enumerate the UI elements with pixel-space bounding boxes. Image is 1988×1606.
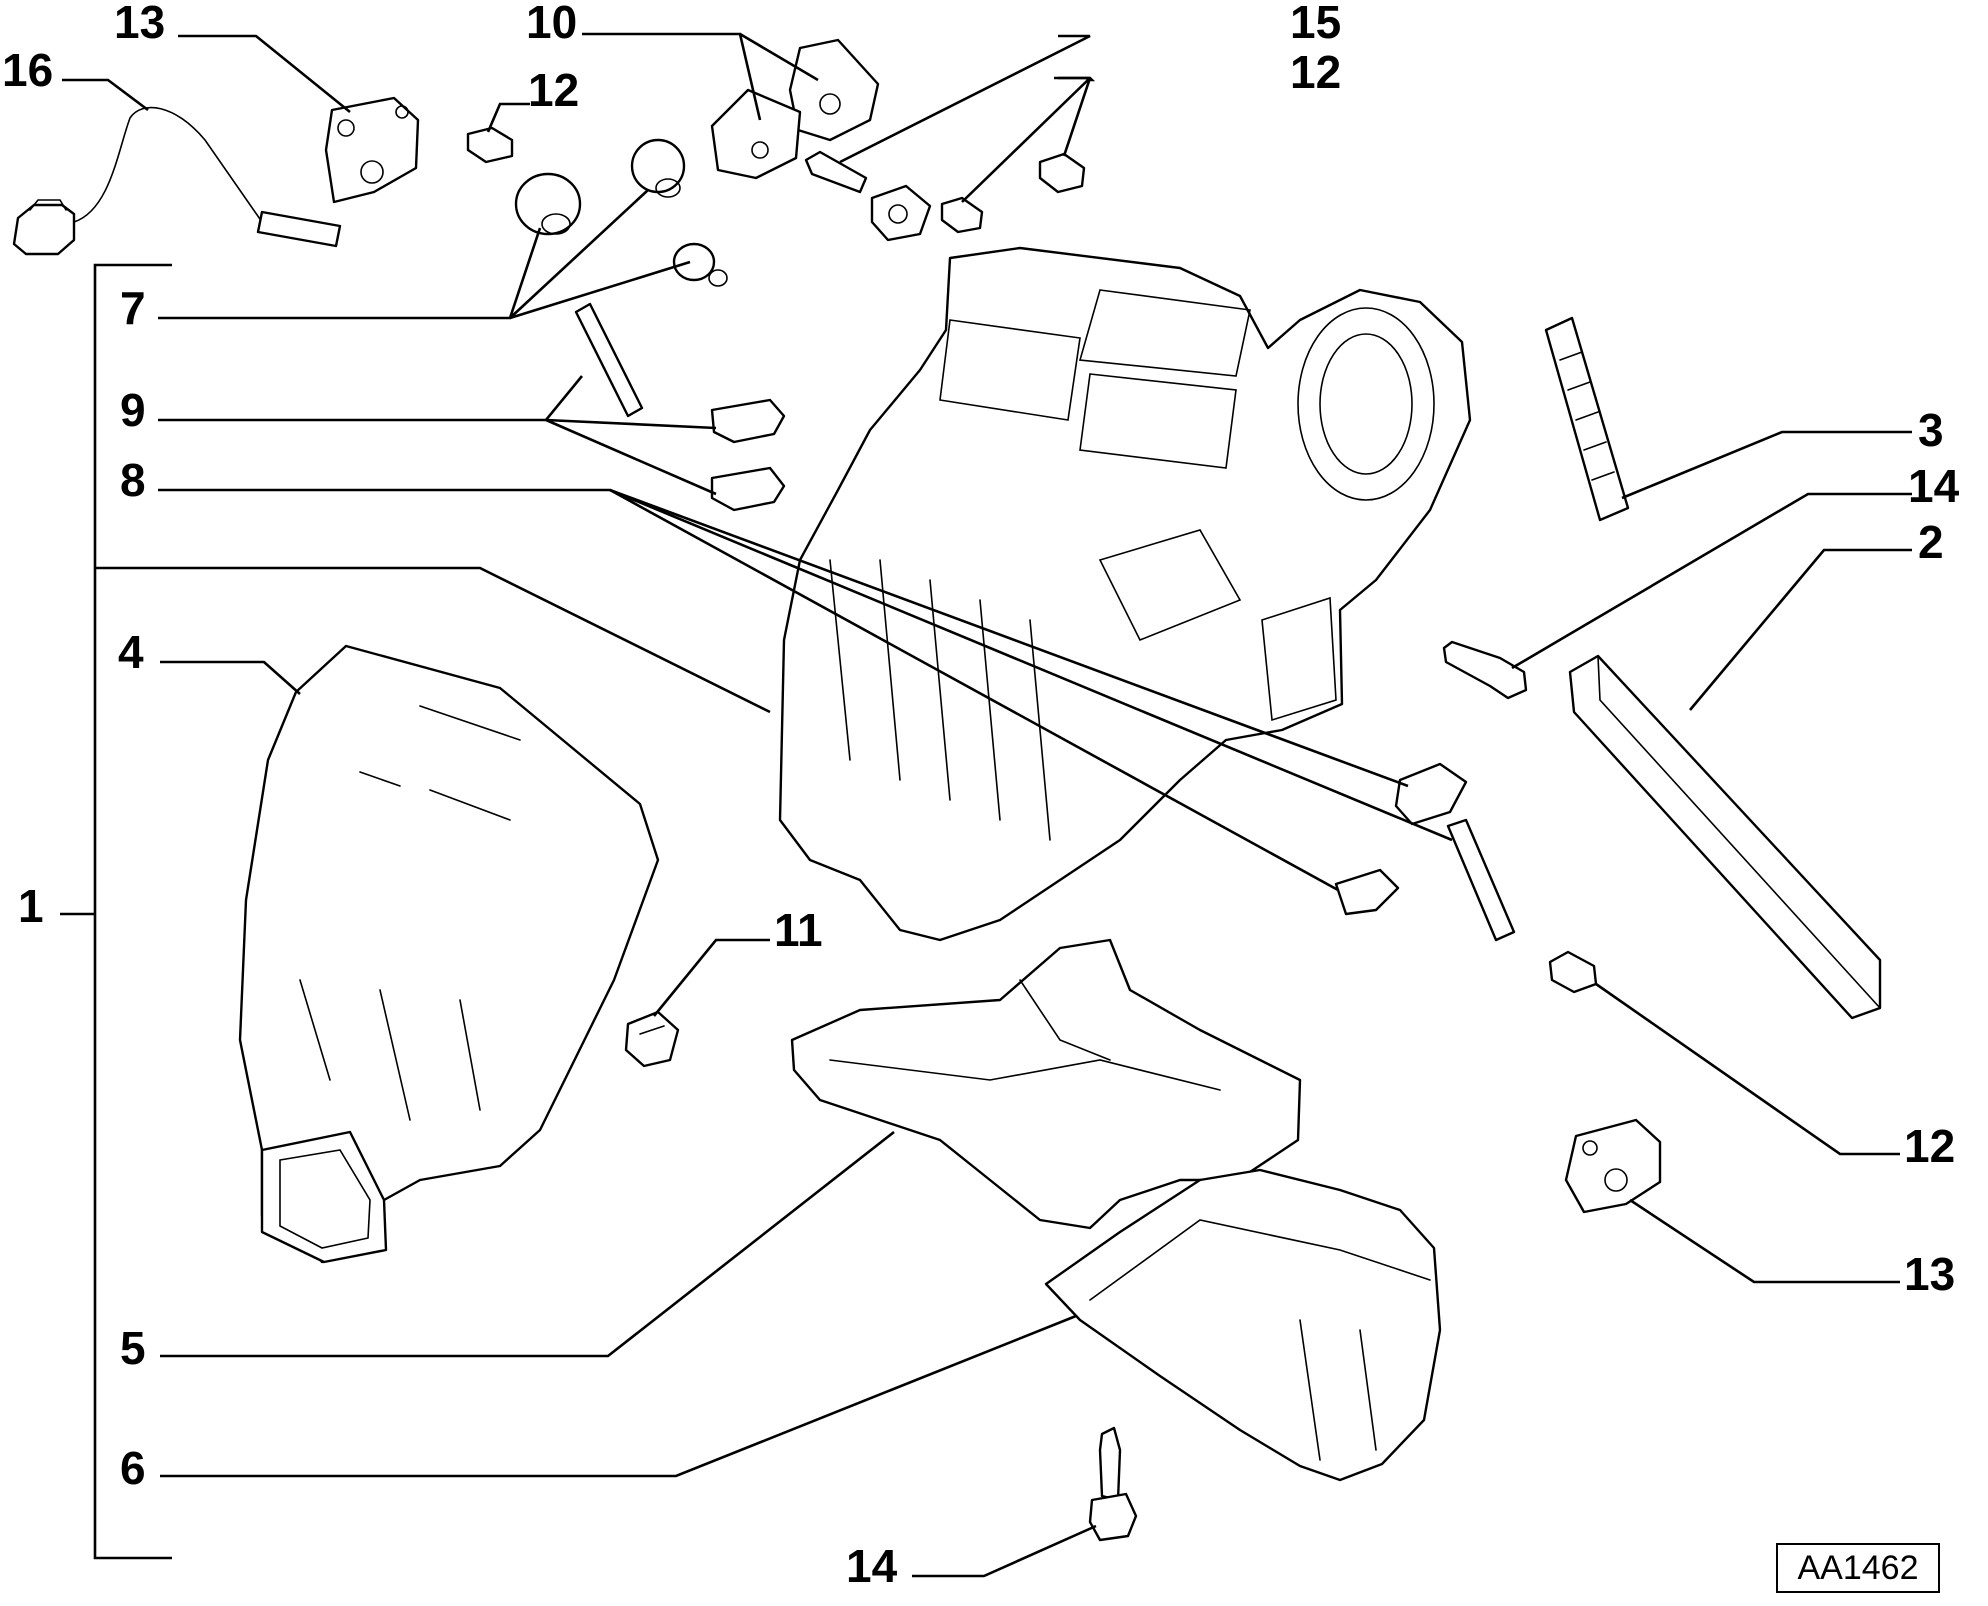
callout-7: 7 — [120, 282, 146, 334]
callout-12-top-right: 12 — [1290, 46, 1341, 98]
callout-10: 10 — [526, 0, 577, 48]
part-4-left-duct — [238, 644, 660, 1264]
callout-14-bottom: 14 — [846, 1540, 898, 1592]
part-13-actuator-top — [324, 96, 420, 204]
callout-13-top: 13 — [114, 0, 165, 48]
callout-2: 2 — [1918, 516, 1944, 568]
callout-labels: 16 13 12 10 15 12 7 9 8 3 14 2 4 1 11 12… — [2, 0, 1960, 1592]
part-11-clip — [624, 1010, 680, 1068]
reference-code-box: AA1462 — [1776, 1543, 1940, 1593]
callout-3: 3 — [1918, 404, 1944, 456]
callout-1: 1 — [18, 880, 44, 932]
part-14-switch-right — [1442, 640, 1528, 700]
part-12-peg-lower — [1548, 950, 1598, 994]
callout-11: 11 — [774, 904, 823, 956]
part-8-levers — [1334, 762, 1516, 942]
callout-16: 16 — [2, 44, 53, 96]
part-2-cabin-filter — [1568, 654, 1882, 1020]
callout-8: 8 — [120, 454, 146, 506]
part-16-temperature-sensor — [12, 106, 342, 256]
part-9-links — [574, 302, 786, 512]
leader-lines — [62, 32, 1912, 1578]
callout-9: 9 — [120, 384, 146, 436]
part-15-screw — [804, 150, 932, 242]
part-14-switch-bottom — [1088, 1426, 1138, 1542]
part-7-gears — [514, 138, 728, 287]
reference-code: AA1462 — [1797, 1548, 1919, 1587]
callout-6: 6 — [120, 1442, 146, 1494]
callout-15: 15 — [1290, 0, 1341, 48]
part-6-lower-housing — [1044, 1168, 1442, 1482]
callout-5: 5 — [120, 1322, 146, 1374]
part-10-actuators — [710, 38, 880, 180]
part-12-peg-left — [466, 126, 514, 164]
part-main-heater-housing — [778, 246, 1472, 942]
callout-13-right: 13 — [1904, 1248, 1955, 1300]
part-3-grille — [1544, 316, 1630, 522]
callout-4: 4 — [118, 626, 144, 678]
part-12-pegs-top — [940, 152, 1086, 234]
part-13-actuator-right — [1564, 1118, 1662, 1214]
assembly-bracket — [60, 263, 771, 1560]
callout-12-lower-right: 12 — [1904, 1120, 1955, 1172]
callout-12-top-left: 12 — [528, 64, 579, 116]
callout-14-right: 14 — [1908, 460, 1960, 512]
